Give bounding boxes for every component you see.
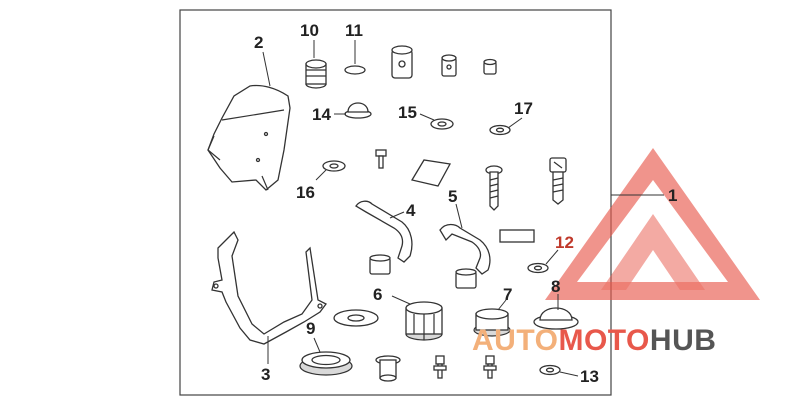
washer-16-part <box>322 160 346 172</box>
callout-12: 12 <box>555 233 574 252</box>
leader-7 <box>497 299 507 311</box>
collar-nut-small <box>483 58 497 75</box>
leader-6 <box>391 295 411 305</box>
callout-6: 6 <box>373 285 382 304</box>
watermark-logo-icon <box>545 148 760 300</box>
label-plate-part <box>499 229 535 243</box>
leader-17 <box>507 117 523 129</box>
callout-16: 16 <box>296 183 315 202</box>
long-bolt-1-part <box>485 165 503 211</box>
leader-13 <box>559 371 579 377</box>
leader-9 <box>313 337 321 353</box>
grommet-flange-part <box>333 301 443 341</box>
spacer-part <box>375 355 401 382</box>
stud-bolt-2-part <box>483 355 497 379</box>
long-bolt-2-part <box>549 157 567 205</box>
stay-4-part <box>355 200 413 275</box>
callout-4: 4 <box>406 201 416 220</box>
callout-3: 3 <box>261 365 270 384</box>
collar-nut-medium <box>441 54 457 77</box>
leader-15 <box>419 113 435 121</box>
callout-5: 5 <box>448 187 457 206</box>
callout-11: 11 <box>345 21 363 40</box>
cap-nut-part <box>344 102 372 119</box>
adhesive-pad-part <box>410 159 452 187</box>
leader-16 <box>315 169 327 181</box>
leader-5 <box>455 203 463 229</box>
stud-bolt-1-part <box>433 355 447 379</box>
leader-4 <box>389 211 405 219</box>
callout-15: 15 <box>398 103 417 122</box>
stay-5-part <box>439 223 491 289</box>
leader-2 <box>262 51 271 87</box>
collar-nut-large <box>391 45 413 79</box>
callout-17: 17 <box>514 99 533 118</box>
washer-13-part <box>539 364 561 376</box>
callout-7: 7 <box>503 285 512 304</box>
small-bolt-part <box>375 149 387 169</box>
callout-2: 2 <box>254 33 263 52</box>
callout-14: 14 <box>312 105 331 124</box>
leader-12 <box>545 249 559 265</box>
grommet-stack-part <box>305 59 327 89</box>
watermark-moto: MOTO <box>558 324 649 357</box>
windscreen-part <box>207 84 291 191</box>
ring-seal-part <box>299 351 353 376</box>
callout-10: 10 <box>300 21 319 40</box>
watermark-hub: HUB <box>650 324 717 357</box>
washer-12-part <box>527 262 549 274</box>
washer-17-part <box>489 124 511 136</box>
o-ring-part <box>344 65 366 75</box>
callout-13: 13 <box>580 367 599 386</box>
callout-8: 8 <box>551 277 560 296</box>
bracket-part <box>211 230 327 345</box>
watermark-auto: AUTO <box>472 324 558 357</box>
callout-9: 9 <box>306 319 315 338</box>
grommet-7-part <box>473 308 511 337</box>
washer-15-part <box>430 118 454 130</box>
callout-1: 1 <box>668 186 677 205</box>
watermark-text: AUTOMOTOHUB <box>472 324 716 357</box>
grommet-8-part <box>533 307 579 330</box>
